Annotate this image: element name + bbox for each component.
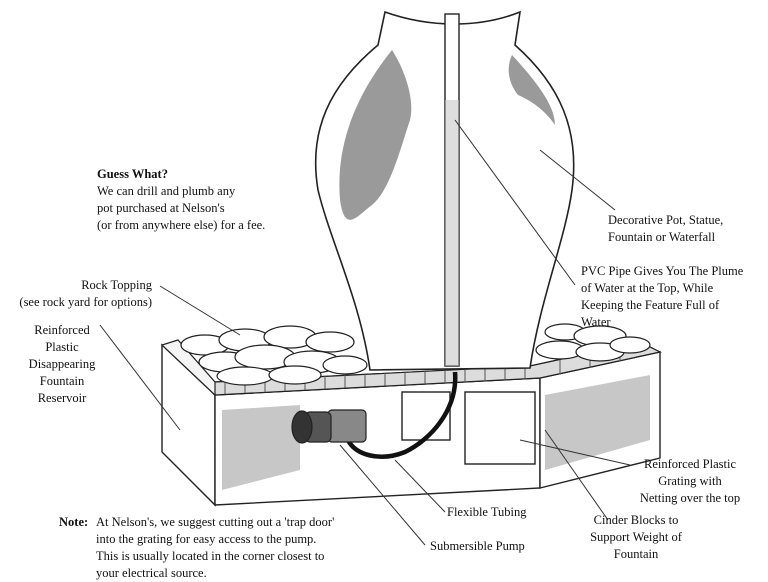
label-rock-topping: Rock Topping (see rock yard for options) xyxy=(6,277,152,311)
note-text: At Nelson's, we suggest cutting out a 't… xyxy=(96,514,334,582)
label-line: Netting over the top xyxy=(639,491,741,505)
callout-line: pot purchased at Nelson's xyxy=(97,201,225,215)
callout-line: We can drill and plumb any xyxy=(97,184,236,198)
callout-title: Guess What? xyxy=(97,167,168,181)
note-line: This is usually located in the corner cl… xyxy=(96,549,325,563)
label-line: Support Weight of xyxy=(590,530,682,544)
label-line: Reinforced xyxy=(34,323,90,337)
label-pot: Decorative Pot, Statue, Fountain or Wate… xyxy=(608,212,723,246)
label-line: Reinforced Plastic xyxy=(644,457,736,471)
note-line: At Nelson's, we suggest cutting out a 't… xyxy=(96,515,335,529)
label-line: Decorative Pot, Statue, xyxy=(608,213,724,227)
label-line: PVC Pipe Gives You The Plume xyxy=(581,264,744,278)
flexible-tubing xyxy=(345,371,458,459)
label-line: Water xyxy=(581,315,611,329)
label-cinder-blocks: Cinder Blocks to Support Weight of Fount… xyxy=(580,512,692,563)
note-label: Note: xyxy=(59,515,89,529)
label-line: (see rock yard for options) xyxy=(19,295,152,309)
label-line: Keeping the Feature Full of xyxy=(581,298,720,312)
label-reservoir: Reinforced Plastic Disappearing Fountain… xyxy=(24,322,100,407)
label-line: Fountain xyxy=(39,374,85,388)
callout-line: (or from anywhere else) for a fee. xyxy=(97,218,266,232)
label-line: Plastic xyxy=(45,340,79,354)
label-flexible-tubing: Flexible Tubing xyxy=(447,505,527,519)
note-line: into the grating for easy access to the … xyxy=(96,532,317,546)
callout-guess-what: Guess What? We can drill and plumb any p… xyxy=(97,166,265,234)
label-line: Cinder Blocks to xyxy=(593,513,679,527)
label-line: Fountain xyxy=(613,547,659,561)
label-line: Grating with xyxy=(658,474,722,488)
label-pvc-pipe: PVC Pipe Gives You The Plume of Water at… xyxy=(581,263,743,331)
leader-lines xyxy=(99,119,631,546)
label-line: Fountain or Waterfall xyxy=(608,230,716,244)
note-line: your electrical source. xyxy=(96,566,207,580)
label-line: Reservoir xyxy=(37,391,87,405)
submersible-pump xyxy=(291,409,367,444)
rocks-right xyxy=(535,323,651,362)
label-grating: Reinforced Plastic Grating with Netting … xyxy=(626,456,754,507)
label-line: of Water at the Top, While xyxy=(581,281,714,295)
label-line: Rock Topping xyxy=(81,278,152,292)
label-submersible-pump: Submersible Pump xyxy=(430,539,525,553)
rocks-left xyxy=(180,325,368,386)
pvc-pipe xyxy=(444,13,460,367)
label-line: Disappearing xyxy=(28,357,96,371)
